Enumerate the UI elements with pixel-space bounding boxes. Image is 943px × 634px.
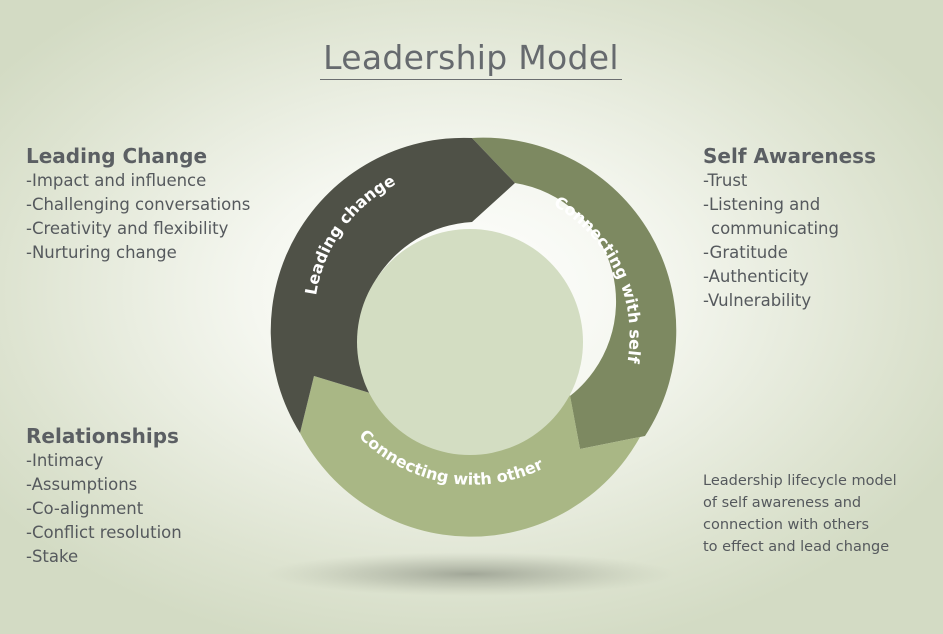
list-item: -Creativity and flexibility [26,219,229,238]
list-item: -Listening and [703,195,821,214]
list-item: -Nurturing change [26,243,177,262]
center-circle [357,229,583,455]
segment-leading-change [270,137,515,433]
list-item: communicating [711,219,839,238]
caption: Leadership lifecycle model of self aware… [703,470,897,558]
relationships-heading: Relationships [26,424,179,448]
leading-change-list: -Impact and influence -Challenging conve… [26,169,250,265]
leading-change-heading: Leading Change [26,144,208,168]
caption-line: to effect and lead change [703,539,890,555]
leading-change-block: Leading Change -Impact and influence -Ch… [26,143,250,265]
self-awareness-block: Self Awareness -Trust -Listening and com… [703,143,876,313]
list-item: -Challenging conversations [26,195,251,214]
caption-line: of self awareness and [703,495,862,511]
list-item: -Authenticity [703,267,809,286]
list-item: -Trust [703,171,748,190]
list-item: -Conflict resolution [26,523,182,542]
list-item: -Intimacy [26,451,104,470]
title-underline [320,79,622,80]
drop-shadow [265,552,675,596]
page-title: Leadership Model [323,38,619,77]
list-item: -Vulnerability [703,291,812,310]
list-item: -Impact and influence [26,171,207,190]
title-container: Leadership Model [320,36,622,80]
self-awareness-list: -Trust -Listening and communicating -Gra… [703,169,876,313]
list-item: -Co-alignment [26,499,144,518]
relationships-block: Relationships -Intimacy -Assumptions -Co… [26,423,182,569]
caption-line: connection with others [703,517,870,533]
list-item: -Stake [26,547,79,566]
segment-connecting-with-self [472,137,677,449]
relationships-list: -Intimacy -Assumptions -Co-alignment -Co… [26,449,182,569]
caption-line: Leadership lifecycle model [703,473,897,489]
list-item: -Assumptions [26,475,138,494]
self-awareness-heading: Self Awareness [703,144,876,168]
list-item: -Gratitude [703,243,788,262]
